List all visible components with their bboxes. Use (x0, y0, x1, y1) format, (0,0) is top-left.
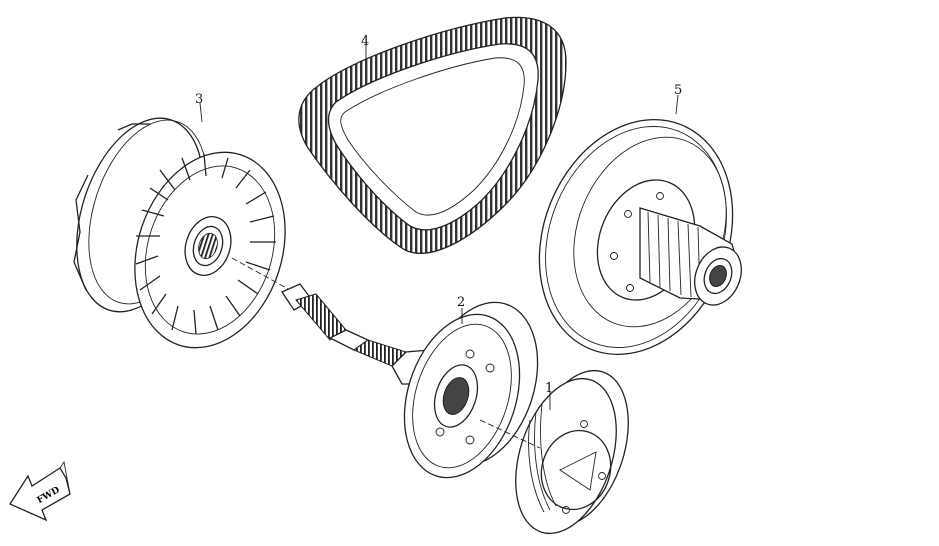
clutch-shoe-assembly (479, 369, 629, 535)
callout-3: 3 (195, 92, 203, 107)
splined-shaft (231, 257, 431, 385)
callout-5: 5 (674, 83, 682, 98)
leader-lines (199, 45, 679, 410)
drive-pulley (73, 117, 286, 349)
driven-pulley (538, 118, 742, 356)
callout-4: 4 (361, 34, 369, 49)
callout-2: 2 (457, 295, 465, 310)
drive-belt (298, 16, 567, 254)
callout-1: 1 (545, 381, 553, 396)
clutch-drum (403, 301, 539, 479)
forward-direction-arrow-icon: FWD (9, 460, 71, 522)
